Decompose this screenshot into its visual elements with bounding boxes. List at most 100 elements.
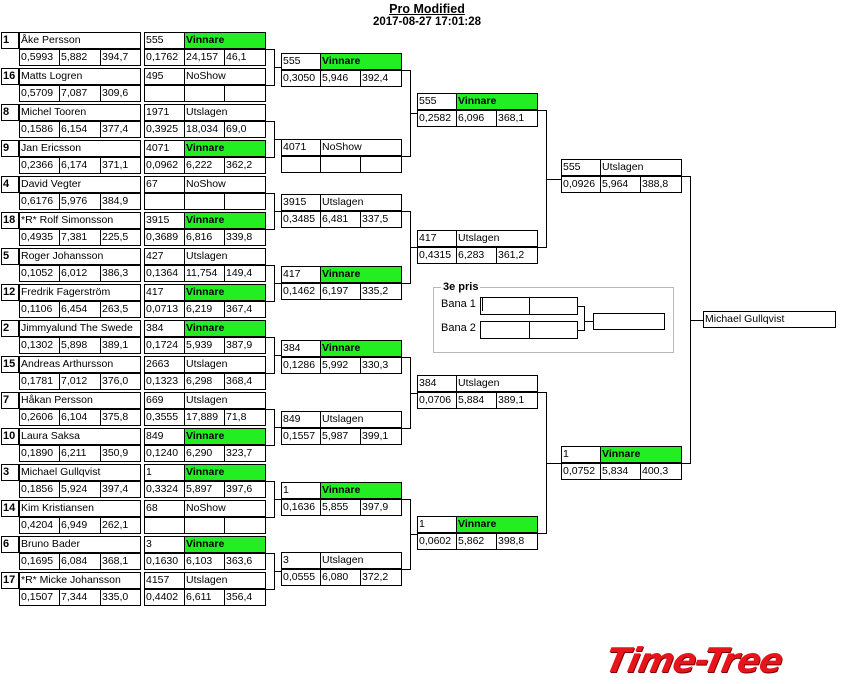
lane2-status-field[interactable] <box>529 321 578 339</box>
connector <box>402 211 410 212</box>
round3-elapsed-time: 6,096 <box>456 110 497 127</box>
round2-reaction-time: 0,1286 <box>281 357 321 374</box>
round1-status: NoShow <box>184 68 266 85</box>
qualifying-reaction-time: 0,1106 <box>19 301 60 318</box>
round2-reaction-time: 0,1636 <box>281 499 321 516</box>
connector <box>410 534 417 535</box>
qualifying-elapsed-time: 6,211 <box>59 445 101 462</box>
round1-elapsed-time: 6,219 <box>184 301 225 318</box>
car-number: 417 <box>144 284 185 301</box>
champion-field: Michael Gullqvist <box>703 311 836 328</box>
round2-elapsed-time: 5,987 <box>320 428 361 445</box>
connector <box>538 110 546 111</box>
round1-reaction-time: 0,1323 <box>144 373 185 390</box>
qualifying-elapsed-time: 5,924 <box>59 481 101 498</box>
round2-elapsed-time: 6,197 <box>320 283 361 300</box>
connector <box>402 569 410 570</box>
lane2-number-field[interactable] <box>480 321 530 339</box>
car-number: 384 <box>144 320 185 337</box>
qualifying-speed: 225,5 <box>100 229 141 246</box>
connector <box>266 373 274 374</box>
connector <box>274 355 281 356</box>
round3-speed: 398,8 <box>496 533 538 550</box>
round2-speed: 337,5 <box>360 211 402 228</box>
round1-status: Utslagen <box>184 248 266 265</box>
connector <box>690 320 703 321</box>
driver-name: Jimmyalund The Swede <box>19 320 141 337</box>
round3-elapsed-time: 5,862 <box>456 533 497 550</box>
qualifying-speed: 377,4 <box>100 121 141 138</box>
round1-status: Utslagen <box>184 104 266 121</box>
round3-reaction-time: 0,2582 <box>417 110 457 127</box>
round4-elapsed-time: 5,964 <box>600 176 641 193</box>
round1-status: Vinnare <box>184 536 266 553</box>
round1-reaction-time: 0,1240 <box>144 445 185 462</box>
lane1-number-field[interactable] <box>480 297 530 315</box>
round3-speed: 361,2 <box>496 247 538 264</box>
connector <box>578 330 585 331</box>
connector <box>410 393 417 394</box>
seed-number: 6 <box>1 536 19 553</box>
third-place-result-field[interactable] <box>593 313 665 330</box>
connector <box>266 517 274 518</box>
connector <box>266 481 274 482</box>
qualifying-elapsed-time: 6,104 <box>59 409 101 426</box>
round1-status: NoShow <box>184 176 266 193</box>
qualifying-reaction-time: 0,5993 <box>19 49 60 66</box>
connector <box>274 211 281 212</box>
car-number: 1 <box>144 464 185 481</box>
round2-number: 3915 <box>281 194 321 211</box>
lane1-status-field[interactable] <box>529 297 578 315</box>
page-title: Pro Modified <box>389 2 465 16</box>
round1-reaction-time: 0,1630 <box>144 553 185 570</box>
round3-elapsed-time: 5,884 <box>456 392 497 409</box>
qualifying-reaction-time: 0,2606 <box>19 409 60 426</box>
round1-reaction-time: 0,3925 <box>144 121 185 138</box>
car-number: 3 <box>144 536 185 553</box>
round1-status: Vinnare <box>184 284 266 301</box>
qualifying-reaction-time: 0,1781 <box>19 373 60 390</box>
round4-number: 1 <box>561 446 601 463</box>
round4-status: Utslagen <box>600 159 682 176</box>
round1-speed: 323,7 <box>224 445 266 462</box>
round2-status: Vinnare <box>320 482 402 499</box>
connector <box>538 533 546 534</box>
connector <box>266 589 274 590</box>
round1-speed: 69,0 <box>224 121 266 138</box>
qualifying-elapsed-time: 5,882 <box>59 49 101 66</box>
round1-elapsed-time: 6,298 <box>184 373 225 390</box>
qualifying-reaction-time: 0,1856 <box>19 481 60 498</box>
seed-number: 16 <box>1 68 19 85</box>
round1-speed: 387,9 <box>224 337 266 354</box>
driver-name: Andreas Arthursson <box>19 356 141 373</box>
connector <box>402 283 410 284</box>
round1-speed: 46,1 <box>224 49 266 66</box>
qualifying-elapsed-time: 6,174 <box>59 157 101 174</box>
round1-status: Vinnare <box>184 320 266 337</box>
round2-number: 555 <box>281 53 321 70</box>
qualifying-elapsed-time: 7,012 <box>59 373 101 390</box>
round1-elapsed-time: 5,939 <box>184 337 225 354</box>
round1-reaction-time: 0,1364 <box>144 265 185 282</box>
round3-status: Vinnare <box>456 93 538 110</box>
connector <box>266 337 274 338</box>
connector <box>402 357 410 358</box>
round1-status: Utslagen <box>184 356 266 373</box>
qualifying-speed: 262,1 <box>100 517 141 534</box>
round1-elapsed-time: 17,889 <box>184 409 225 426</box>
car-number: 555 <box>144 32 185 49</box>
car-number: 68 <box>144 500 185 517</box>
round3-number: 384 <box>417 375 457 392</box>
third-place-legend: 3e pris <box>441 281 481 293</box>
car-number: 67 <box>144 176 185 193</box>
round1-speed: 339,8 <box>224 229 266 246</box>
seed-number: 18 <box>1 212 19 229</box>
round2-number: 384 <box>281 340 321 357</box>
qualifying-elapsed-time: 7,344 <box>59 589 101 606</box>
qualifying-speed: 371,1 <box>100 157 141 174</box>
round1-elapsed-time: 11,754 <box>184 265 225 282</box>
seed-number: 15 <box>1 356 19 373</box>
lane1-label: Bana 1 <box>441 298 476 310</box>
connector <box>546 179 561 180</box>
car-number: 4071 <box>144 140 185 157</box>
